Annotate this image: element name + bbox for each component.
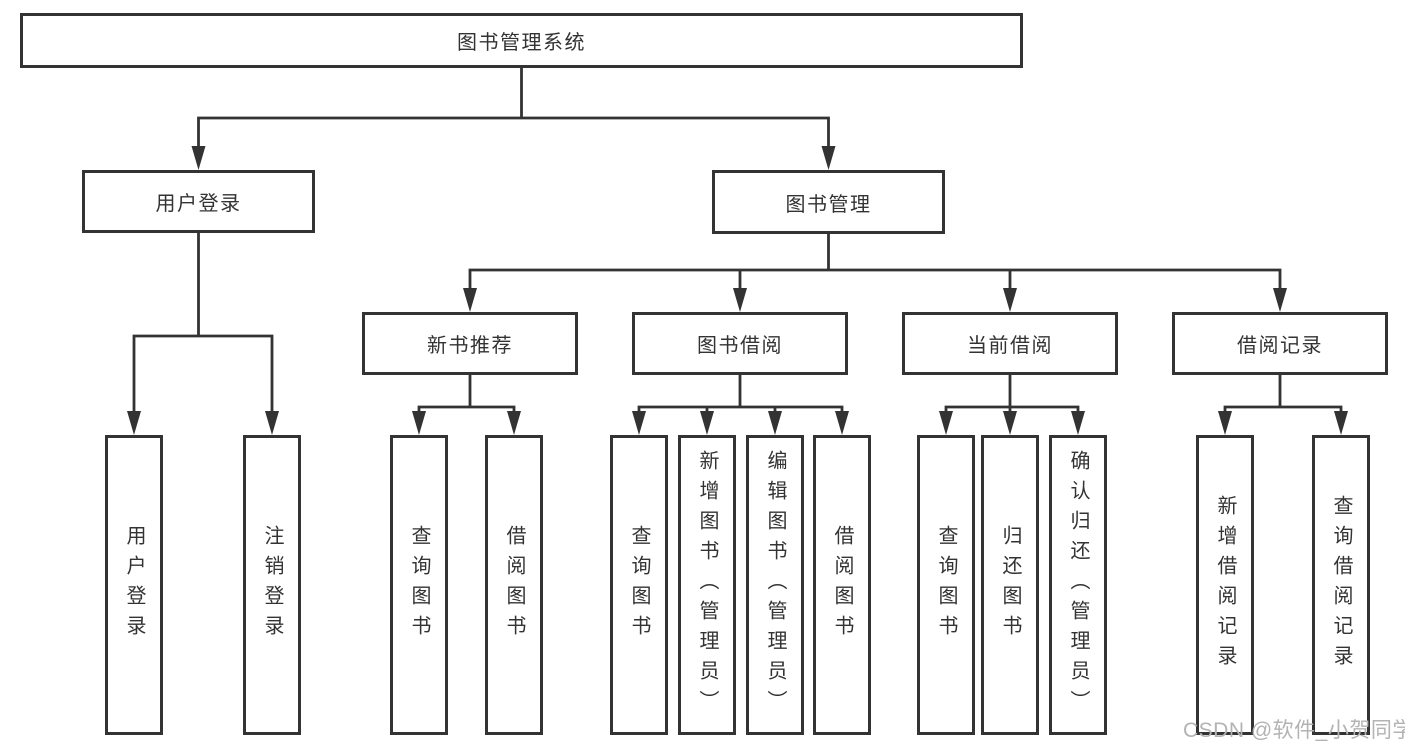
node-label: 用户登录 — [123, 525, 145, 645]
node-label: 借阅图书 — [503, 525, 525, 645]
node-system-root: 图书管理系统 — [20, 13, 1023, 68]
node-label: 新增借阅记录 — [1214, 495, 1236, 675]
node-leaf-edit-book: 编辑图书（管理员） — [746, 435, 804, 735]
node-label: 确认归还（管理员） — [1067, 450, 1089, 720]
node-label: 图书管理 — [785, 193, 872, 216]
node-leaf-add-record: 新增借阅记录 — [1196, 435, 1254, 735]
node-leaf-user-login: 用户登录 — [105, 435, 163, 735]
node-label: 新增图书（管理员） — [696, 450, 718, 720]
node-borrow-records: 借阅记录 — [1172, 312, 1388, 375]
node-label: 编辑图书（管理员） — [764, 450, 786, 720]
node-leaf-logout: 注销登录 — [243, 435, 301, 735]
node-leaf-query-record: 查询借阅记录 — [1312, 435, 1370, 735]
node-label: 查询图书 — [628, 525, 650, 645]
node-label: 归还图书 — [999, 525, 1021, 645]
node-leaf-query-book-1: 查询图书 — [390, 435, 448, 735]
node-label: 当前借阅 — [967, 335, 1053, 357]
node-label: 查询图书 — [408, 525, 430, 645]
node-label: 查询借阅记录 — [1330, 495, 1352, 675]
node-label: 用户登录 — [155, 193, 242, 215]
node-leaf-add-book: 新增图书（管理员） — [678, 435, 736, 735]
node-label: 新书推荐 — [427, 335, 513, 357]
node-leaf-borrow-book-2: 借阅图书 — [813, 435, 871, 735]
node-leaf-return-book: 归还图书 — [981, 435, 1039, 735]
node-new-book-recommend: 新书推荐 — [362, 312, 578, 375]
node-book-borrow: 图书借阅 — [632, 312, 848, 375]
node-label: 查询图书 — [935, 525, 957, 645]
node-label: 注销登录 — [261, 525, 283, 645]
node-leaf-query-book-2: 查询图书 — [610, 435, 668, 735]
node-current-borrow: 当前借阅 — [902, 312, 1118, 375]
node-leaf-query-book-3: 查询图书 — [917, 435, 975, 735]
node-label: 借阅图书 — [831, 525, 853, 645]
watermark-text: CSDN @软件_小贺同学 — [1183, 719, 1405, 742]
node-label: 图书借阅 — [697, 335, 783, 357]
node-leaf-confirm-return: 确认归还（管理员） — [1049, 435, 1107, 735]
node-leaf-borrow-book-1: 借阅图书 — [485, 435, 543, 735]
node-label: 图书管理系统 — [457, 32, 586, 54]
node-book-management: 图书管理 — [712, 170, 945, 234]
node-label: 借阅记录 — [1237, 335, 1323, 357]
node-user-login: 用户登录 — [82, 170, 315, 233]
